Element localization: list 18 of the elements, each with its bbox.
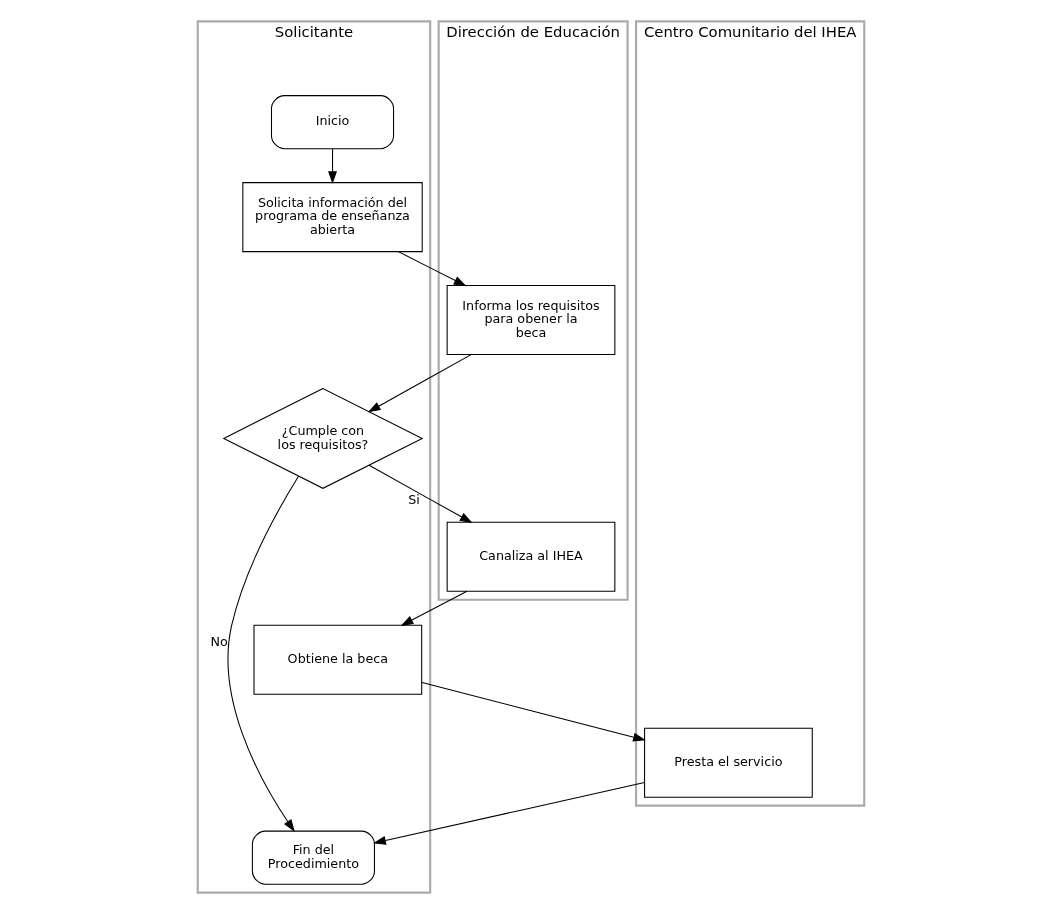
arrow (368, 464, 473, 524)
node-box: Solicita información del programa de enseñanza abierta (242, 182, 423, 253)
arrow (373, 782, 645, 845)
edge-label: No (210, 634, 228, 650)
node-box: Obtiene la beca (253, 624, 423, 695)
arrow (227, 475, 300, 833)
edge-label: Si (408, 491, 420, 507)
arrow (328, 148, 337, 184)
node-box: Fin del Procedimiento (251, 830, 375, 885)
node-box: Inicio (270, 95, 395, 150)
node-diamond: ¿Cumple con los requisitos? (222, 387, 424, 489)
node-box: Canaliza al IHEA (446, 521, 616, 592)
arrow (400, 590, 468, 626)
arrow (367, 354, 472, 413)
arrow (421, 682, 646, 742)
node-box: Informa los requisitos para obener la beca (446, 285, 616, 356)
node-box: Presta el servicio (644, 727, 813, 798)
arrow (397, 251, 467, 287)
